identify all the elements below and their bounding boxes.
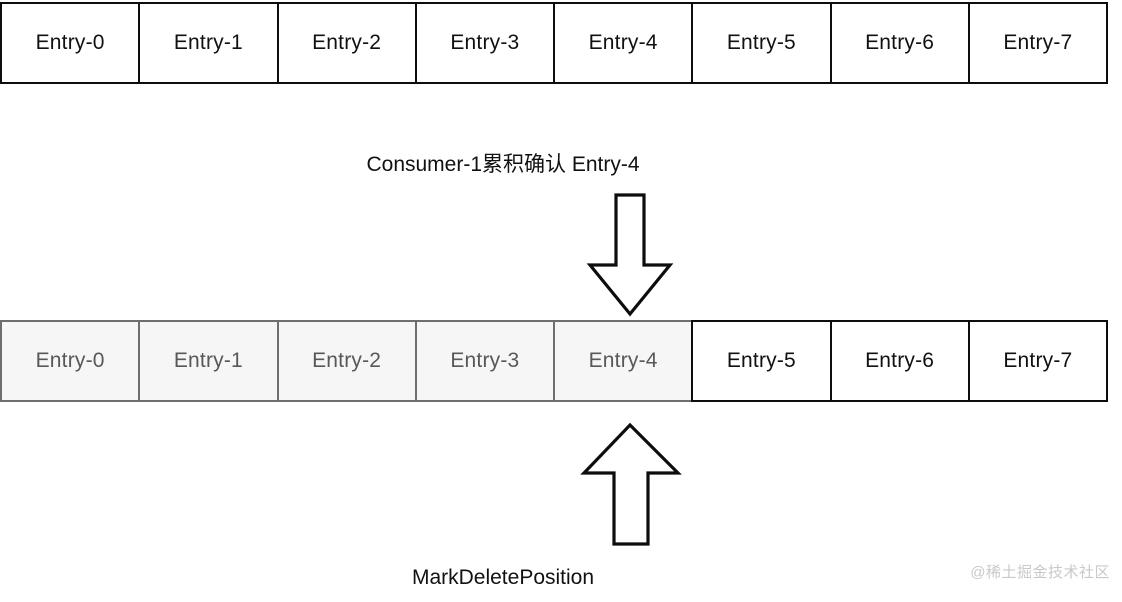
- entry-cell: Entry-4: [553, 320, 694, 402]
- watermark: @稀土掘金技术社区: [970, 564, 1110, 581]
- ack-label: Consumer-1累积确认 Entry-4: [0, 148, 1122, 178]
- mark-delete-position-label: MarkDeletePosition: [0, 566, 1122, 590]
- entry-cell-label: Entry-3: [450, 349, 520, 372]
- mark-delete-position-text: MarkDeletePosition: [411, 566, 595, 589]
- entry-cell-label: Entry-3: [450, 31, 520, 54]
- entry-cell-label: Entry-1: [173, 31, 243, 54]
- entry-cell: Entry-2: [276, 320, 417, 402]
- entry-cell: Entry-5: [691, 320, 832, 402]
- entry-cell-label: Entry-6: [865, 349, 935, 372]
- entry-cell: Entry-6: [829, 2, 970, 84]
- entry-cell: Entry-4: [553, 2, 694, 84]
- entry-cell: Entry-3: [414, 320, 555, 402]
- entries-after-ack-row: Entry-0 Entry-1 Entry-2 Entry-3 Entry-4 …: [0, 320, 1122, 402]
- entry-cell: Entry-5: [691, 2, 832, 84]
- entry-cell-label: Entry-0: [35, 31, 105, 54]
- arrow-up-outline-icon: [578, 421, 682, 552]
- entry-cell-label: Entry-4: [588, 31, 658, 54]
- entry-cell-label: Entry-6: [865, 31, 935, 54]
- entries-before-ack-row: Entry-0 Entry-1 Entry-2 Entry-3 Entry-4 …: [0, 2, 1122, 84]
- entry-cell-label: Entry-5: [726, 349, 796, 372]
- entry-cell-label: Entry-2: [312, 31, 382, 54]
- entry-cell: Entry-7: [967, 2, 1108, 84]
- entry-cell: Entry-2: [276, 2, 417, 84]
- entry-cell-label: Entry-5: [726, 31, 796, 54]
- entry-cell: Entry-0: [0, 320, 141, 402]
- entry-cell-label: Entry-7: [1003, 31, 1073, 54]
- ack-label-text: Consumer-1累积确认 Entry-4: [366, 153, 640, 176]
- entry-cell: Entry-6: [829, 320, 970, 402]
- entry-cell: Entry-7: [967, 320, 1108, 402]
- entry-cell-label: Entry-1: [173, 349, 243, 372]
- entry-cell-label: Entry-4: [588, 349, 658, 372]
- entry-cell: Entry-1: [138, 2, 279, 84]
- entry-cell-label: Entry-7: [1003, 349, 1073, 372]
- entry-cell-label: Entry-2: [312, 349, 382, 372]
- entry-cell: Entry-3: [414, 2, 555, 84]
- entry-cell-label: Entry-0: [35, 349, 105, 372]
- entry-cell: Entry-0: [0, 2, 141, 84]
- arrow-down-outline-icon: [586, 193, 674, 322]
- entry-cell: Entry-1: [138, 320, 279, 402]
